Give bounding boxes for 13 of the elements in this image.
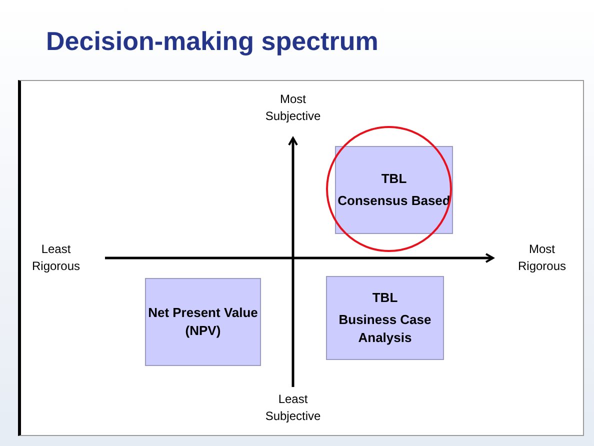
axis-label: Least Rigorous [30,241,82,275]
axis-label: Most Subjective [264,91,322,125]
box-text: Net Present Value (NPV) [147,304,259,340]
box-text: Business Case Analysis [338,311,432,347]
axis-label: Most Rigorous [516,241,568,275]
quadrant-box [145,278,261,366]
box-text: Consensus Based [338,192,450,210]
quadrant-box [326,276,444,360]
box-heading: TBL [372,289,398,307]
quadrant-box [335,146,453,234]
title: Decision-making spectrum [46,26,378,57]
box-heading: TBL [381,170,407,188]
axis-label: Least Subjective [264,391,322,425]
